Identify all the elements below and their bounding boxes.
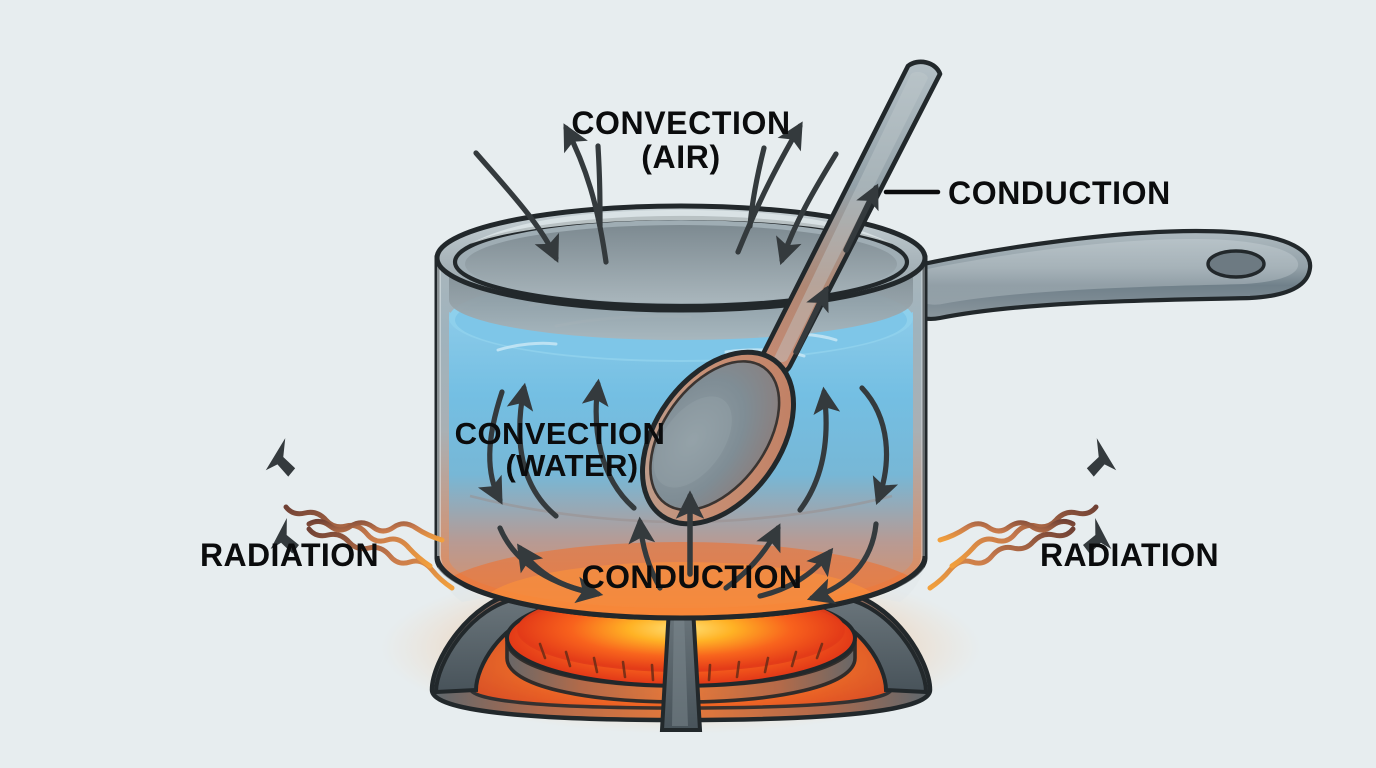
radiation-arrowhead-right-2 [1083,518,1112,554]
water-arrow-right-down-2 [806,521,879,604]
water-arrow-left-rise-1 [506,382,559,519]
water-arrow-left-rise-2 [581,378,637,511]
radiation-arrowhead-right-1 [1086,438,1117,477]
water-arrow-right-down-1 [859,385,899,506]
metal-spoon [640,59,943,527]
label-convection-water-line2: (WATER) [505,448,638,483]
radiation-arrowhead-left-1 [265,438,296,477]
pot-handle-highlight [912,238,1299,305]
spoon-conduction-arrow-2 [843,183,879,253]
radiation-wave-right-2 [949,504,1099,569]
air-convection-arrows [473,121,839,266]
spoon-bowl-highlight [653,396,732,488]
spoon-conduction-arrows [793,183,879,355]
water-arrow-left-base-in [517,543,591,595]
label-convection-air-line2: (AIR) [641,139,720,175]
label-convection-water-line1: CONVECTION [455,416,666,451]
air-arrow-mid-right-stroke [747,145,767,229]
water-arrow-left-down [477,389,505,505]
air-arrow-right-down [776,151,839,266]
water-arrow-right-rise-1 [797,386,841,513]
air-arrow-mid-left-stroke [595,143,603,229]
air-arrow-right-up [735,121,803,255]
water-arrow-right-base-up [723,523,781,591]
radiation-arrowhead-left-2 [270,518,299,554]
radiation-arrowheads-right [1083,438,1117,554]
pot-rim-highlight [470,210,892,244]
radiation-wave-right-3 [937,518,1076,543]
label-convection-air-line1: CONVECTION [571,105,790,141]
air-arrow-left-up [563,123,609,265]
radiation-wave-left-3 [306,518,445,543]
pan-bottom-outline [434,555,928,621]
air-arrow-left-down [473,150,559,263]
pot-handle [902,228,1313,321]
radiation-arrowheads-left [265,438,299,554]
label-conduction-spoon: CONDUCTION [948,175,1171,211]
water-arrow-right-base-in [757,547,834,599]
label-radiation-left: RADIATION [200,537,379,573]
water-arrow-left-base-up [628,516,663,591]
radiation-waves-right [927,504,1099,591]
spoon-bowl-inner [649,360,781,512]
burner-ring-lower [505,639,857,704]
burner-center-highlight [672,612,688,726]
pot-handle-hang-hole [1206,249,1266,279]
radiation-wave-left-2 [283,504,433,569]
label-radiation-right: RADIATION [1040,537,1219,573]
radiation-waves-left [283,504,455,591]
spoon-bowl-group [640,349,796,527]
label-conduction-base: CONDUCTION [582,559,803,595]
water-convection-arrows [477,378,899,604]
spoon-conduction-arrow-1 [793,285,829,355]
